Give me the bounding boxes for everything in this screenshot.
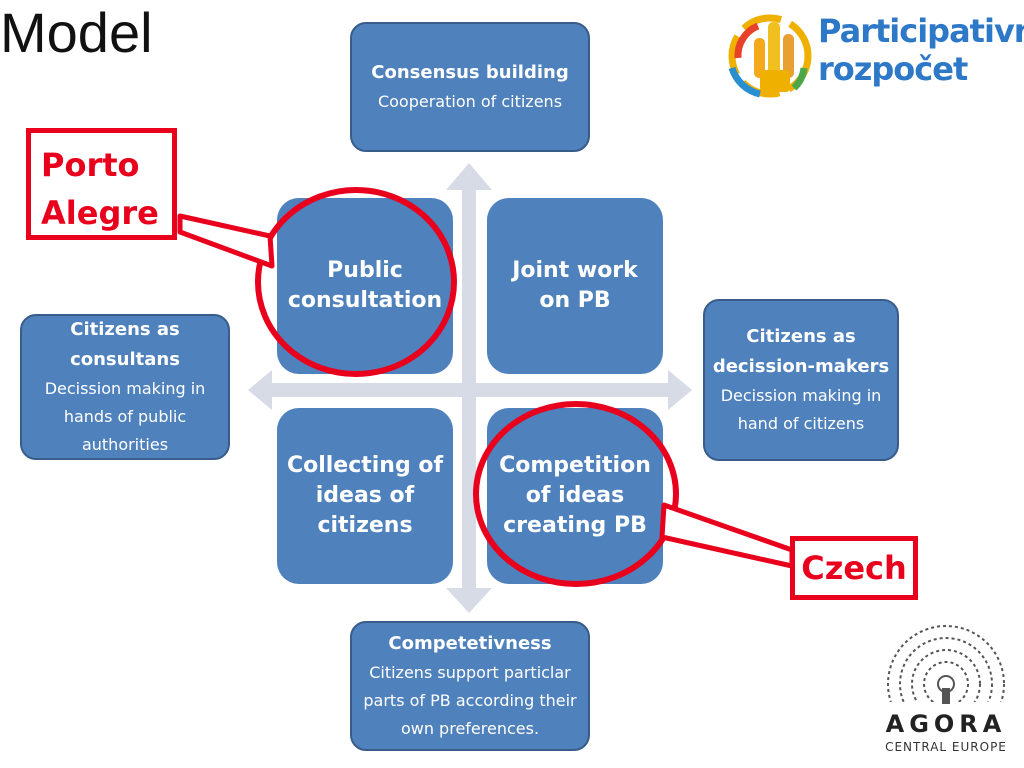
right-box: Citizens as decission-makers Decission m… [703, 299, 899, 461]
logo-pb-line2: rozpočet [818, 50, 968, 88]
participativni-rozpocet-logo: Participativní rozpočet [724, 8, 1024, 100]
quadrant-competition-ideas: Competition of ideas creating PB [487, 408, 663, 584]
quadrant-bottom-left-label: Collecting of ideas of citizens [286, 453, 444, 538]
quadrant-joint-work: Joint work on PB [487, 198, 663, 374]
arrow-down-icon [446, 588, 492, 613]
callout-czech: Czech [790, 536, 918, 600]
bottom-box-heading: Competetivness [388, 633, 552, 654]
quadrant-top-right-label: Joint work on PB [512, 258, 638, 313]
left-box-text: Decission making in hands of public auth… [44, 379, 206, 454]
logo-pb-line1: Participativní [818, 12, 1024, 50]
left-box-heading: Citizens as consultans [70, 319, 180, 370]
right-box-heading: Citizens as decission-makers [712, 326, 890, 377]
right-box-text: Decission making in hand of citizens [720, 386, 882, 433]
callout-czech-text: Czech [801, 549, 907, 587]
highlight-circle-czech [473, 401, 679, 587]
agora-logo-line1: AGORA [885, 710, 1007, 738]
agora-logo: AGORA CENTRAL EUROPE [880, 622, 1014, 762]
arrow-up-icon [446, 163, 492, 190]
horizontal-axis [270, 383, 670, 397]
callout-pointer-czech [659, 502, 795, 569]
agora-logo-line2: CENTRAL EUROPE [885, 740, 1007, 754]
slide-title: Model [0, 1, 153, 64]
quadrant-bottom-right-label: Competition of ideas creating PB [499, 453, 651, 538]
raised-hands-icon [728, 14, 812, 98]
bottom-box: Competetivness Citizens support particla… [350, 621, 590, 751]
quadrant-top-left-label: Public consultation [287, 258, 443, 313]
arrow-left-icon [248, 370, 272, 410]
highlight-circle-porto-alegre [255, 187, 457, 377]
callout-pointer-porto-alegre [177, 213, 275, 269]
bottom-box-text: Citizens support particlar parts of PB a… [363, 663, 577, 738]
callout-porto-alegre: Porto Alegre [26, 128, 177, 240]
left-box: Citizens as consultans Decission making … [20, 314, 230, 460]
arrow-right-icon [668, 370, 692, 410]
top-box: Consensus building Cooperation of citize… [350, 22, 590, 152]
amphitheatre-icon [880, 625, 1014, 712]
top-box-text: Cooperation of citizens [377, 92, 563, 111]
callout-porto-alegre-text: Porto Alegre [41, 146, 159, 232]
quadrant-collecting-ideas: Collecting of ideas of citizens [277, 408, 453, 584]
top-box-heading: Consensus building [371, 62, 569, 83]
